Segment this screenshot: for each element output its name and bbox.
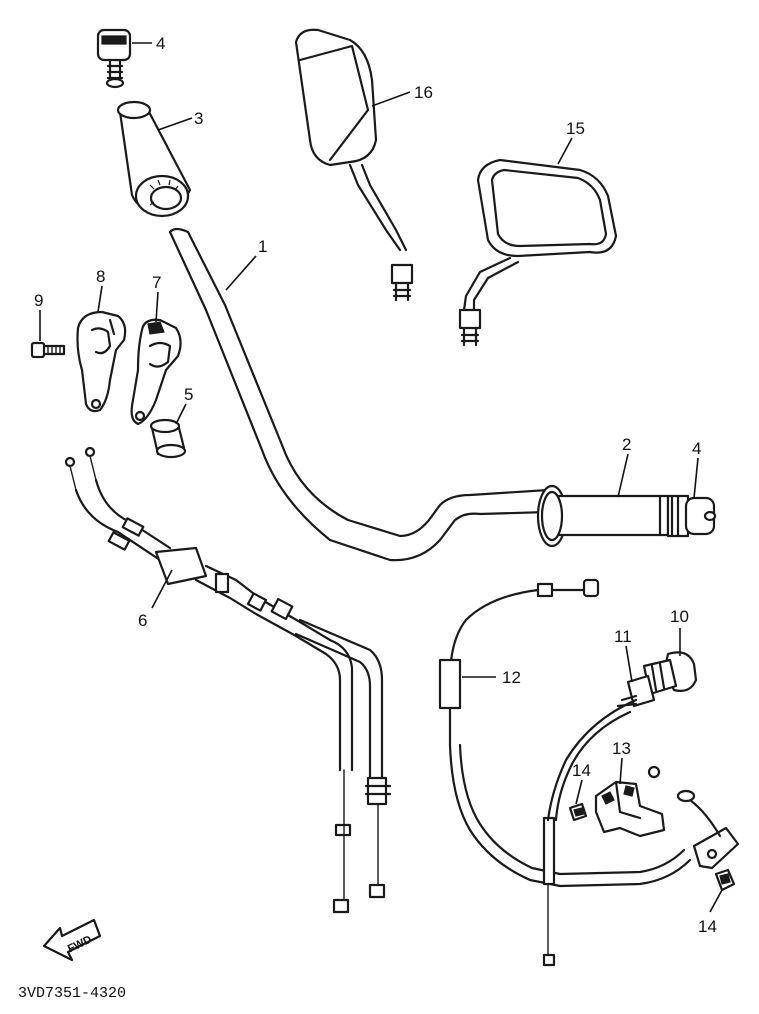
left-handlebar-grip [116, 100, 192, 218]
bracket-screw-right [714, 868, 736, 892]
callout-4-right: 4 [692, 439, 701, 458]
forward-direction-arrow: FWD [42, 918, 102, 962]
callout-6: 6 [138, 611, 147, 630]
left-rear-view-mirror [294, 28, 414, 302]
callout-11: 11 [614, 627, 632, 646]
bracket-nut-top [647, 765, 661, 779]
choke-bracket [594, 780, 666, 838]
handlebar-tube [168, 227, 550, 562]
callout-5: 5 [184, 385, 193, 404]
callout-12: 12 [502, 668, 521, 687]
choke-cable [438, 578, 692, 967]
callout-10: 10 [670, 607, 689, 626]
callout-2: 2 [622, 435, 631, 454]
callout-numbers: 4 3 1 2 4 5 6 7 8 9 10 11 12 13 14 14 15… [34, 34, 717, 936]
cable-end-bracket [676, 789, 740, 870]
callout-9: 9 [34, 291, 43, 310]
holder-screw [30, 341, 66, 359]
callout-8: 8 [96, 267, 105, 286]
grip-end-weight-top [96, 28, 132, 89]
throttle-cable-assembly [64, 446, 392, 914]
right-throttle-grip [536, 484, 670, 548]
choke-nut [546, 674, 656, 822]
grip-collar [149, 418, 187, 459]
callout-7: 7 [152, 273, 161, 292]
callout-13: 13 [612, 739, 631, 758]
callout-16: 16 [414, 83, 433, 102]
handle-holder-lower [76, 310, 127, 413]
leader-lines [39, 42, 723, 913]
handle-holder-upper [130, 318, 182, 426]
callout-1: 1 [258, 237, 267, 256]
diagram-code: 3VD7351-4320 [18, 985, 126, 1002]
bracket-screw-left [568, 802, 588, 822]
callout-14-left: 14 [572, 761, 591, 780]
callout-14-right: 14 [698, 917, 717, 936]
callout-15: 15 [566, 119, 585, 138]
right-rear-view-mirror [458, 158, 618, 347]
callout-4-top: 4 [156, 34, 165, 53]
grip-end-weight-right [666, 494, 717, 538]
callout-3: 3 [194, 109, 203, 128]
